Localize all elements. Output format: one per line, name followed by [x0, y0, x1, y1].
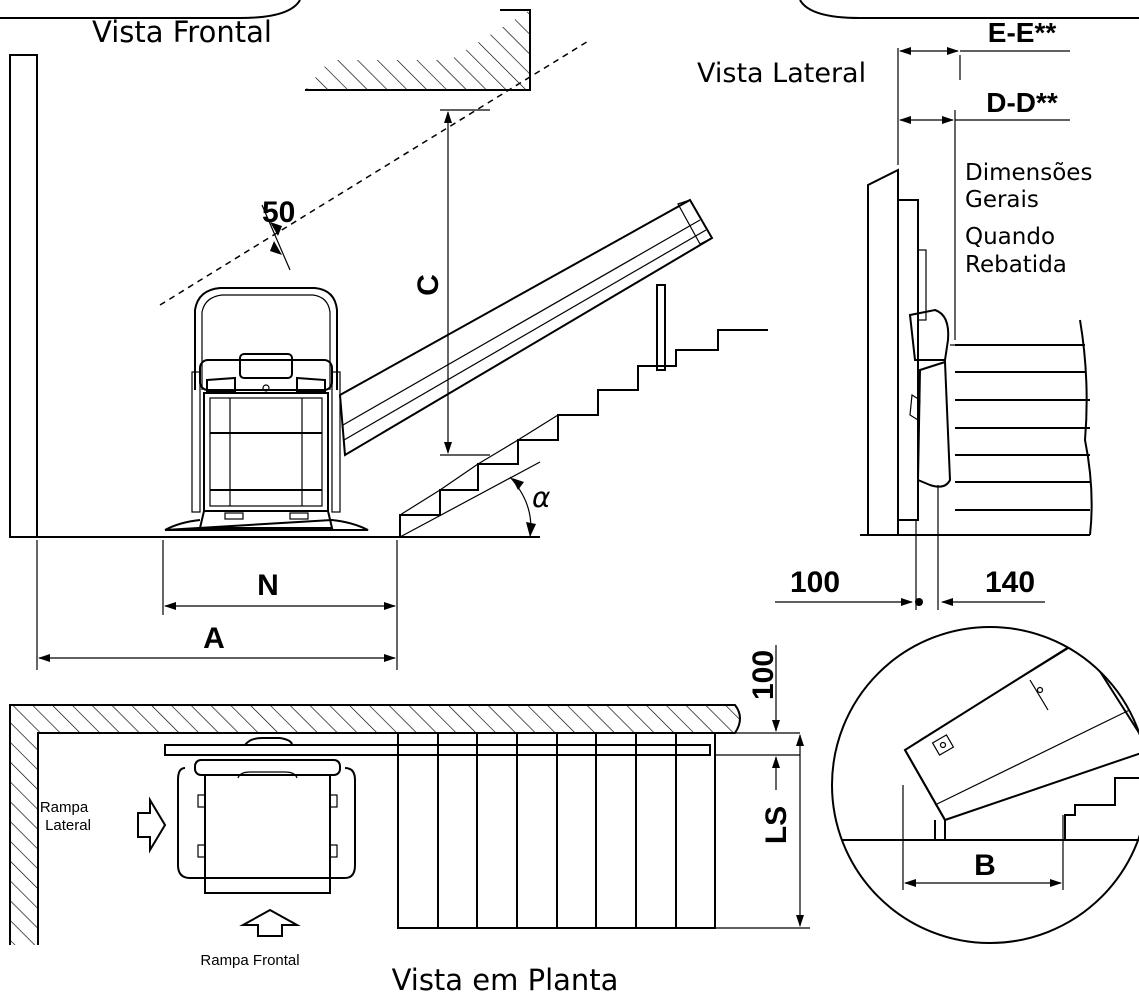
clearance-line [159, 39, 591, 306]
left-wall [9, 54, 38, 538]
hundred-left-label: 100 [790, 566, 840, 599]
c-label: C [412, 274, 445, 296]
a-label: A [203, 622, 225, 655]
plan-chair [177, 737, 356, 894]
plan-view: Rampa Lateral Rampa Frontal 100 LS Vista… [9, 645, 810, 997]
front-ramp-label: Rampa Frontal [200, 952, 299, 969]
one-forty-label: 140 [985, 566, 1035, 599]
b-label: B [974, 849, 996, 882]
dd-label: D-D** [986, 87, 1058, 118]
frame-top-right [799, 0, 1139, 19]
folded-note-line2: Gerais [965, 187, 1039, 213]
side-ramp-label-line1: Rampa [40, 799, 89, 816]
side-view: Vista Lateral E-E** D-D** Dimensões Gera… [697, 17, 1093, 610]
plan-view-title: Vista em Planta [392, 963, 619, 997]
frame-top-left [0, 0, 301, 19]
hundred-vert-label: 100 [747, 650, 780, 700]
slope-line [399, 461, 541, 538]
ls-label: LS [760, 806, 793, 844]
folded-note-line3: Quando [965, 224, 1055, 250]
fifty-label: 50 [262, 196, 295, 229]
side-wall [867, 168, 899, 536]
side-ramp-arrow [137, 796, 167, 854]
front-ramp-arrow [239, 908, 301, 937]
front-view: 50 α C [9, 9, 768, 670]
ceiling-hatch [305, 10, 530, 90]
stairlift-chair-front [164, 287, 369, 531]
side-ramp-label-line2: Lateral [45, 817, 91, 834]
front-view-title: Vista Frontal [92, 15, 272, 49]
n-label: N [257, 569, 279, 602]
folded-note-line1: Dimensões [965, 160, 1092, 186]
plan-stairs [397, 732, 716, 929]
plan-wall [9, 704, 741, 945]
fifty-dim-line [261, 204, 291, 271]
detail-b-circle: B [831, 626, 1139, 944]
folded-note-line4: Rebatida [965, 252, 1067, 278]
side-view-title: Vista Lateral [697, 58, 866, 89]
rail-post [656, 284, 666, 371]
alpha-label: α [532, 481, 551, 514]
ee-label: E-E** [988, 17, 1057, 48]
